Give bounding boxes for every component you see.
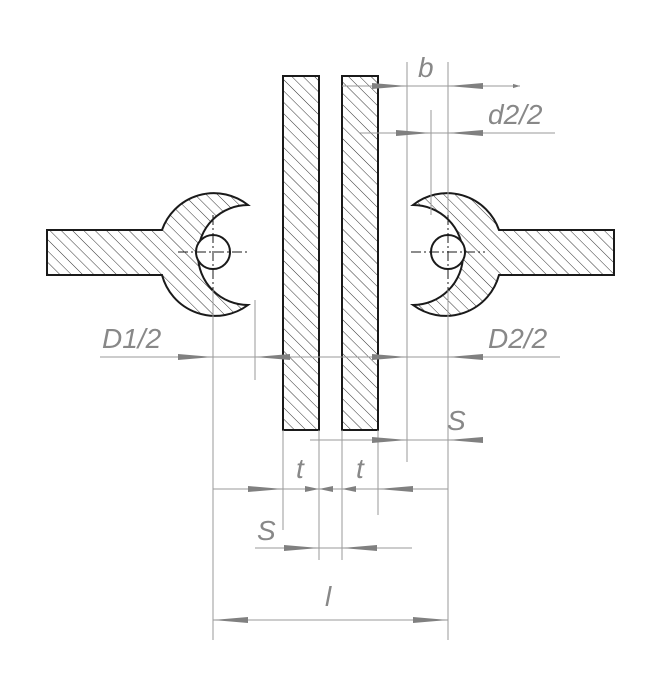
arrow-b-left bbox=[372, 83, 407, 89]
left-plate bbox=[282, 75, 320, 431]
arrow-d2-right bbox=[448, 130, 483, 136]
arrow-D1-left bbox=[178, 354, 213, 360]
label-b: b bbox=[418, 52, 434, 83]
label-t-right: t bbox=[356, 453, 365, 484]
label-D2-half: D2/2 bbox=[488, 323, 548, 354]
arrow-b-right bbox=[448, 83, 483, 89]
arrow-l-left bbox=[213, 617, 248, 623]
arrowheads bbox=[178, 83, 483, 623]
arrow-S-right-right bbox=[448, 437, 483, 443]
label-S-lower: S bbox=[257, 515, 276, 546]
left-lug bbox=[46, 192, 252, 317]
arrow-t-5 bbox=[319, 486, 333, 492]
arrow-S-lower-left bbox=[284, 545, 319, 551]
arrow-D2-left bbox=[372, 354, 407, 360]
arrow-t-3 bbox=[342, 486, 356, 492]
arrow-t-4 bbox=[378, 486, 413, 492]
right-lug bbox=[409, 192, 615, 317]
arrow-D1-right bbox=[255, 354, 290, 360]
arrow-l-right bbox=[413, 617, 448, 623]
right-plate bbox=[341, 75, 379, 431]
label-d2-half: d2/2 bbox=[488, 99, 543, 130]
arrow-D2-right bbox=[448, 354, 483, 360]
dimension-labels: b d2/2 D1/2 D2/2 S t t S l bbox=[102, 52, 548, 612]
label-t-left: t bbox=[296, 453, 305, 484]
arrow-S-right-left bbox=[372, 437, 407, 443]
extension-lines bbox=[212, 62, 449, 640]
arrow-d2-left bbox=[396, 130, 431, 136]
label-l: l bbox=[325, 581, 332, 612]
label-S-right: S bbox=[447, 405, 466, 436]
arrow-t-2 bbox=[305, 486, 319, 492]
label-D1-half: D1/2 bbox=[102, 323, 162, 354]
arrow-S-lower-right bbox=[342, 545, 377, 551]
arrow-t-1 bbox=[248, 486, 283, 492]
